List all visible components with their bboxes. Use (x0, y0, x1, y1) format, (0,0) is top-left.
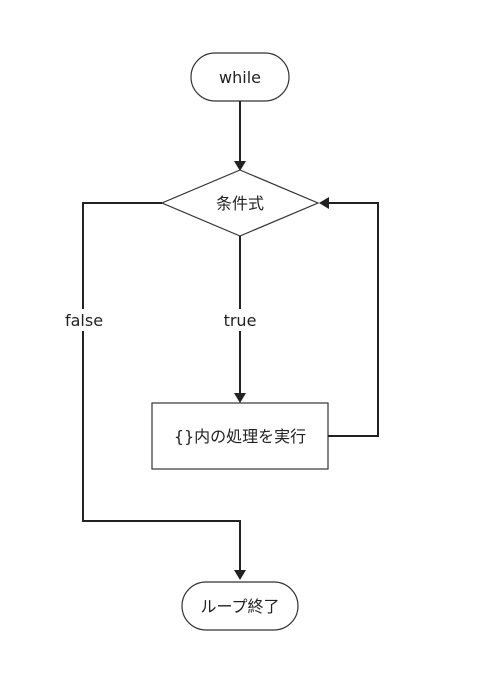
edge-false-label: false (65, 311, 103, 330)
start-node-label: while (219, 68, 261, 87)
end-node-label: ループ終了 (200, 597, 279, 616)
edge-true: true (220, 236, 260, 403)
process-node-label: {}内の処理を実行 (174, 427, 306, 446)
condition-node: 条件式 (160, 169, 320, 237)
edge-start-to-condition (234, 101, 246, 171)
process-node: {}内の処理を実行 (151, 402, 329, 470)
edge-false: false (62, 202, 246, 580)
edge-loop-back (319, 197, 379, 437)
start-node: while (190, 52, 290, 102)
edge-true-label: true (224, 311, 257, 330)
condition-node-label: 条件式 (216, 194, 264, 213)
end-node: ループ終了 (181, 581, 299, 631)
